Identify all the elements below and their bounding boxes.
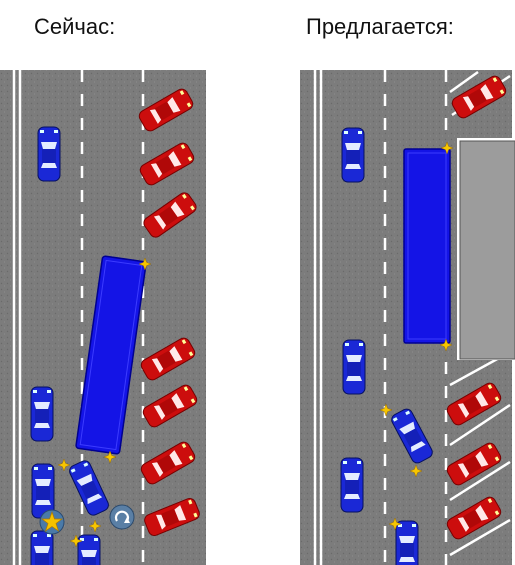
u-turn-icon bbox=[109, 504, 135, 530]
bus-stop-pocket bbox=[457, 138, 515, 360]
moving-car bbox=[30, 530, 54, 565]
moving-car bbox=[340, 457, 364, 513]
moving-car bbox=[37, 126, 61, 182]
collision-spark-icon bbox=[39, 509, 65, 535]
moving-car bbox=[77, 534, 101, 565]
bus-current bbox=[75, 255, 147, 455]
moving-car bbox=[395, 520, 419, 565]
moving-car bbox=[30, 386, 54, 442]
bus-proposed bbox=[403, 148, 451, 344]
proposed-panel-title: Предлагается: bbox=[306, 14, 454, 39]
moving-car bbox=[341, 127, 365, 183]
moving-car bbox=[342, 339, 366, 395]
current-panel-title: Сейчас: bbox=[34, 14, 116, 39]
